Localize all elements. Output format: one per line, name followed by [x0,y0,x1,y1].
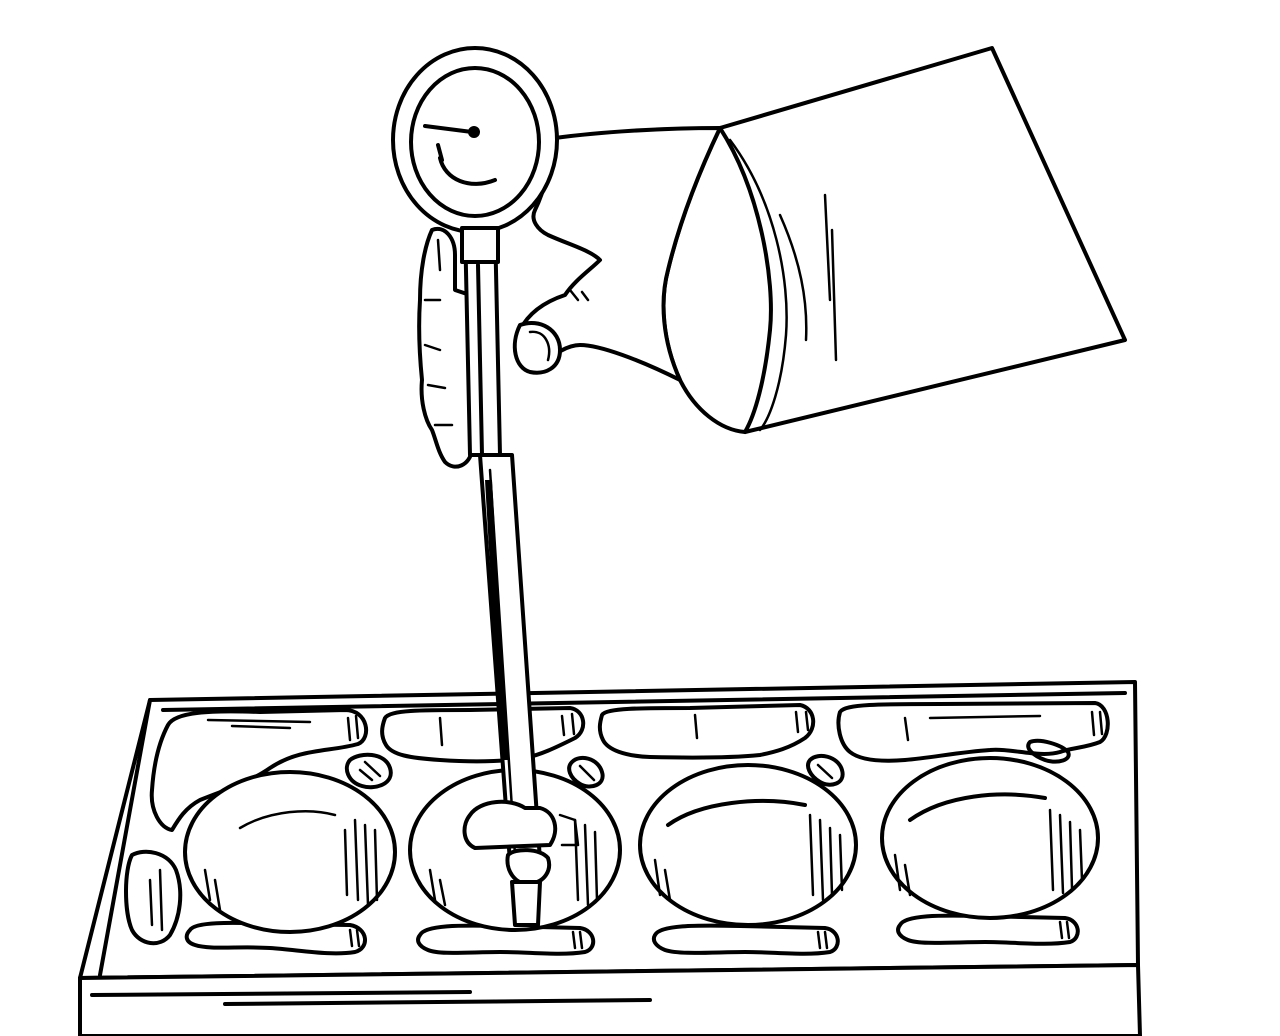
shaft-shading [485,480,508,760]
gauge-anvil [512,882,540,925]
gauge-centering-shoe [465,802,556,848]
gauge-probe-tip [507,850,549,884]
bore-gauge [393,48,578,925]
dial-face [411,68,539,216]
shirt-sleeve [664,48,1125,432]
bolt-hole [569,758,602,787]
coolant-passage [654,926,838,954]
gauge-collar [462,228,498,262]
cylinder-bore-3 [640,765,856,925]
dial-needle [425,126,472,132]
sleeve [664,48,1125,432]
front-face-line [225,1000,650,1004]
front-face-line [92,992,470,995]
dial-indicator [393,48,557,232]
cylinder-bore-4 [882,758,1098,918]
hand [419,128,720,467]
coolant-passage [600,705,813,758]
bolt-hole [347,755,391,787]
cuff-edge [720,128,771,432]
bolt-hole [808,756,843,785]
thumb [515,323,560,373]
dial-pivot [468,126,480,138]
dial-scale [440,158,495,184]
bolt-hole [1028,741,1068,762]
cylinder-bore-1 [185,772,395,932]
coolant-passages [126,703,1108,954]
cylinder-bores [185,758,1098,932]
fingers [419,229,475,467]
side-pocket [126,852,180,943]
